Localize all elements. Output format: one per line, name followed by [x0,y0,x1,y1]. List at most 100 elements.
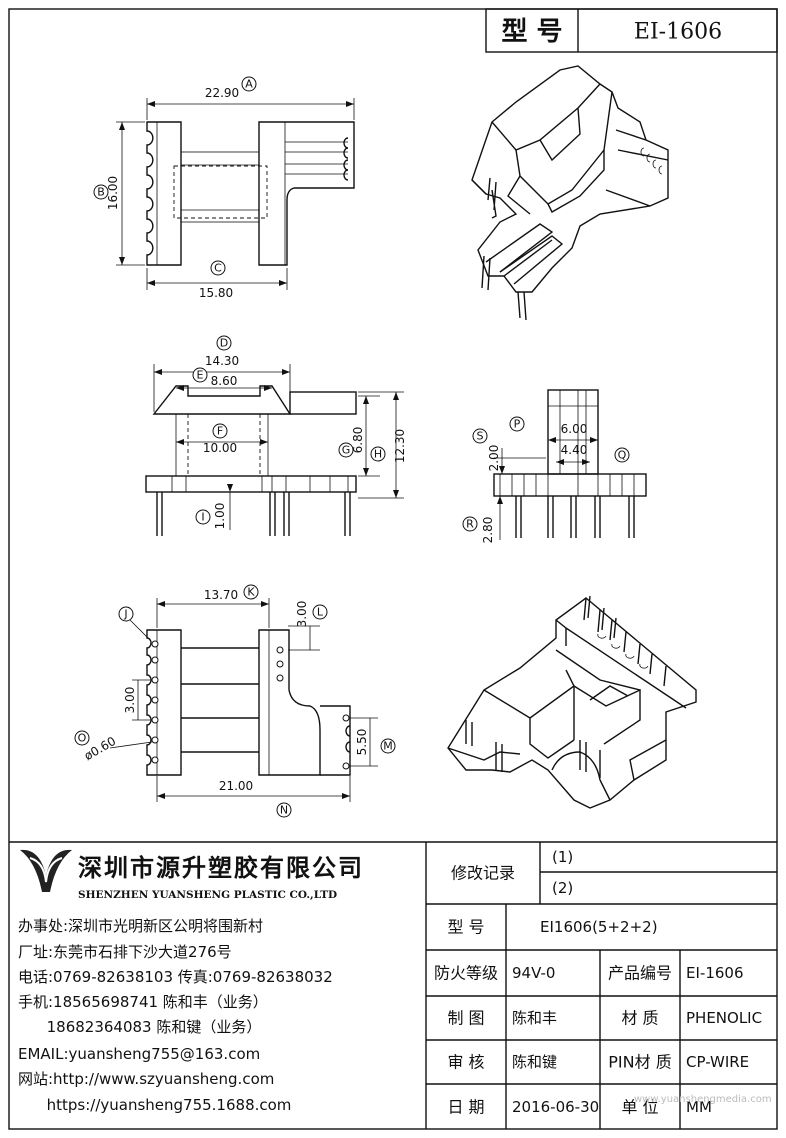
revision-1: (1) [552,848,573,866]
company-name-en: SHENZHEN YUANSHENG PLASTIC CO.,LTD [78,889,337,901]
pin-material-label: PIN材 质 [608,1053,671,1072]
unit-value: MM [686,1098,712,1116]
label-f-circle [212,423,228,439]
sheet-border [8,8,778,1130]
revision-label: 修改记录 [451,864,515,883]
material-label: 材 质 [621,1009,658,1028]
dim-d-value: 14.30 [205,354,239,368]
reviewed-by-value: 陈和键 [512,1053,557,1071]
label-c: C [214,262,222,275]
label-e-circle [192,367,208,383]
label-k: K [247,586,255,599]
model-label: 型 号 [447,918,484,937]
fire-rating-label: 防火等级 [434,964,498,983]
dim-f-value: 10.00 [203,441,237,455]
label-a-circle [241,76,257,92]
label-p-circle [509,416,525,432]
dim-n-value: 21.00 [219,779,253,793]
label-s-circle [472,428,488,444]
label-p: P [514,418,521,431]
label-n-circle [276,802,292,818]
label-d: D [220,337,228,350]
header-title-block: 型 号 EI-1606 [485,8,778,53]
label-o: O [78,732,87,745]
dim-k-value: 13.70 [204,588,238,602]
dim-p-value: 6.00 [561,422,588,436]
label-l-circle [312,604,328,620]
dim-pitch-value: 3.00 [123,687,137,714]
product-no-label: 产品编号 [608,964,672,983]
company-store: https://yuansheng755.1688.com [18,1096,291,1114]
date-value: 2016-06-30 [512,1098,599,1116]
drawn-by-value: 陈和丰 [512,1009,557,1027]
label-o-circle [74,730,90,746]
label-h: H [374,448,382,461]
label-g: G [342,444,351,457]
dim-g-value: 6.80 [351,427,365,454]
dim-s-value: 2.00 [487,445,501,472]
company-phone-fax: 电话:0769-82638103 传真:0769-82638032 [18,968,333,986]
label-a: A [245,78,253,91]
label-k-circle [243,584,259,600]
label-q-circle [614,447,630,463]
material-value: PHENOLIC [686,1009,762,1027]
unit-label: 单 位 [621,1098,658,1117]
dim-a-value: 22.90 [205,86,239,100]
model-value: EI1606(5+2+2) [540,918,658,936]
dim-m-value: 5.50 [355,729,369,756]
label-j: J [123,608,127,621]
dim-c-value: 15.80 [199,286,233,300]
label-s: S [477,430,484,443]
isometric-view-top [471,65,669,321]
dim-i-value: 1.00 [213,503,227,530]
front-view: D 14.30 E 8.60 F 10.00 6.80 G 12.30 H 1.… [145,335,407,536]
label-r-circle [462,516,478,532]
bottom-view: 13.70 K J 3.00 L 3.00 ø0.60 O 5.50 M [74,584,396,818]
watermark: www.yuanshengmedia.com [634,1094,772,1105]
label-g-circle [338,442,354,458]
label-i: I [201,511,204,524]
company-email: EMAIL:yuansheng755@163.com [18,1045,260,1063]
drawn-by-label: 制 图 [447,1009,484,1028]
label-n: N [280,804,288,817]
company-mobile-1: 手机:18565698741 陈和丰（业务） [18,993,268,1011]
reviewed-by-label: 审 核 [447,1053,484,1072]
label-m: M [383,740,393,753]
dim-e-value: 8.60 [211,374,238,388]
label-b: B [97,186,105,199]
label-l: L [317,606,324,619]
company-mobile-2: 18682364083 陈和键（业务） [18,1018,261,1036]
header-model-value: EI-1606 [634,20,722,45]
isometric-view-bottom [447,595,697,809]
dim-r-value: 2.80 [481,517,495,544]
label-j-circle [118,606,134,622]
company-name-cn: 深圳市源升塑胶有限公司 [78,854,364,882]
label-m-circle [380,738,396,754]
revision-2: (2) [552,879,573,897]
label-e: E [197,369,204,382]
dim-q-value: 4.40 [561,443,588,457]
label-r: R [466,518,474,531]
company-website: 网站:http://www.szyuansheng.com [18,1070,274,1088]
label-b-circle [93,184,109,200]
spec-table: 修改记录 (1) (2) 型 号 EI1606(5+2+2) 防火等级 94V-… [426,842,777,1129]
dim-l-value: 3.00 [295,601,309,628]
top-view: 22.90 A 16.00 B C 15.80 [93,76,355,300]
pin-material-value: CP-WIRE [686,1053,749,1071]
company-logo [20,849,72,892]
label-f: F [217,425,223,438]
label-c-circle [210,260,226,276]
dim-h-value: 12.30 [393,429,407,463]
fire-rating-value: 94V-0 [512,964,555,982]
side-view: P 6.00 4.40 Q 2.00 S 2.80 R [462,389,647,544]
label-d-circle [216,335,232,351]
header-model-label: 型 号 [501,17,562,47]
label-q: Q [618,449,627,462]
company-factory: 厂址:东莞市石排下沙大道276号 [18,943,232,961]
product-no-value: EI-1606 [686,964,744,982]
date-label: 日 期 [447,1098,484,1117]
dim-b-value: 16.00 [106,176,120,210]
label-i-circle [195,509,211,525]
company-office: 办事处:深圳市光明新区公明将围新村 [18,917,263,935]
